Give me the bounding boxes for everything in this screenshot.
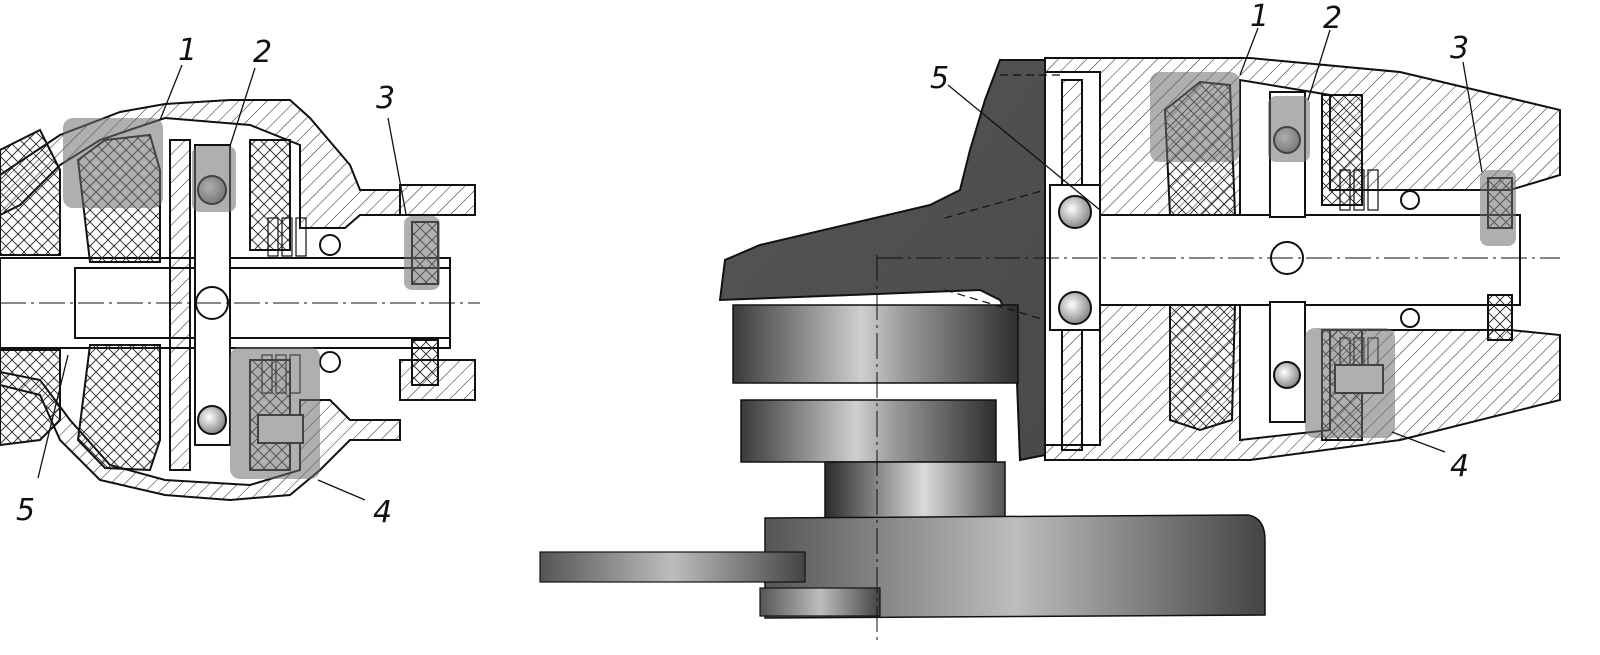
- left-extension-upper: [399, 184, 476, 216]
- left-callout-2: 2: [253, 35, 272, 70]
- left-highlight-1: [63, 118, 163, 208]
- right-section-view: 1 2 3 4 5: [539, 0, 1561, 640]
- left-coil-upper: [249, 139, 291, 251]
- left-leader-5: [37, 354, 69, 479]
- right-flange-nut: [759, 587, 881, 617]
- right-leader-2: [1307, 29, 1331, 101]
- left-plate: [169, 139, 191, 471]
- left-end-cap-upper: [0, 128, 61, 256]
- left-highlight-2: [192, 146, 236, 212]
- right-leader-1: [1239, 27, 1259, 76]
- right-callout-2: 2: [1323, 1, 1342, 36]
- right-highlight-3: [1480, 170, 1516, 246]
- right-highlight-1: [1150, 72, 1240, 162]
- right-callout-3: 3: [1450, 31, 1469, 66]
- right-shaft: [1099, 214, 1521, 306]
- right-hidden-line-1: [944, 189, 1046, 219]
- right-coil-upper: [1321, 94, 1363, 206]
- right-spindle-nut: [740, 399, 997, 463]
- right-callout-5: 5: [930, 61, 949, 96]
- right-leader-5: [947, 84, 1101, 211]
- left-leader-2: [229, 67, 256, 147]
- right-spindle: [824, 461, 1006, 523]
- left-bearing-ball-bottom: [197, 405, 227, 435]
- left-leader-4: [317, 479, 366, 501]
- left-impeller-lower: [76, 344, 161, 472]
- right-end-ring-lower: [1487, 294, 1513, 341]
- right-leader-3: [1462, 61, 1483, 173]
- left-highlight-3: [404, 216, 440, 290]
- right-gear-cup: [732, 304, 1019, 384]
- left-end-cap-lower: [0, 349, 61, 447]
- right-hidden-line-2: [944, 289, 1046, 321]
- right-callout-4: 4: [1450, 449, 1469, 484]
- left-callout-1: 1: [178, 33, 197, 68]
- left-leader-1: [159, 64, 183, 121]
- left-section-view: 1 2 3 4 5: [0, 33, 480, 530]
- right-callout-1: 1: [1250, 0, 1269, 34]
- left-callout-5: 5: [16, 493, 35, 528]
- left-leader-3: [387, 117, 407, 215]
- left-callout-3: 3: [376, 81, 395, 116]
- left-ring-lower: [411, 339, 439, 386]
- right-disk: [539, 551, 806, 583]
- right-highlight-4: [1305, 328, 1395, 438]
- right-impeller-lower: [1169, 304, 1237, 432]
- left-highlight-4: [230, 347, 320, 479]
- right-leader-4: [1391, 431, 1446, 453]
- right-guard: [764, 514, 1266, 619]
- left-callout-4: 4: [373, 495, 392, 530]
- right-gear-head: [718, 59, 1046, 462]
- right-highlight-2: [1268, 96, 1310, 162]
